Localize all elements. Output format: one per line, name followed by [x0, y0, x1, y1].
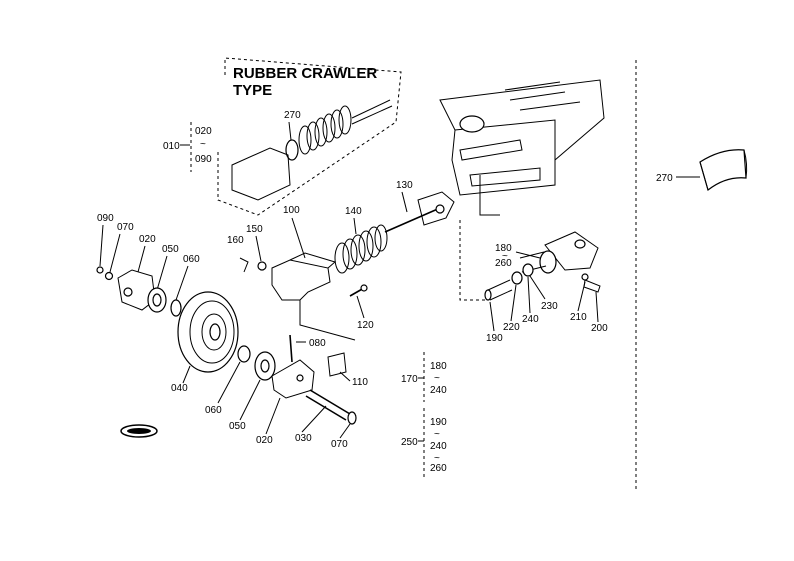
inset-spring	[298, 99, 393, 155]
svg-text:~: ~	[434, 453, 440, 464]
svg-text:250: 250	[401, 437, 418, 448]
inset-title-line2: TYPE	[233, 82, 272, 99]
svg-text:070: 070	[117, 222, 134, 233]
svg-text:010: 010	[163, 141, 180, 152]
svg-text:190: 190	[486, 333, 503, 344]
inset-title-line1: RUBBER CRAWLER	[233, 65, 377, 82]
svg-text:180: 180	[430, 361, 447, 372]
svg-text:080: 080	[309, 338, 326, 349]
svg-text:240: 240	[430, 441, 447, 452]
svg-text:040: 040	[171, 383, 188, 394]
svg-text:260: 260	[430, 463, 447, 474]
svg-text:050: 050	[162, 244, 179, 255]
svg-text:210: 210	[570, 312, 587, 323]
svg-text:140: 140	[345, 206, 362, 217]
svg-text:020: 020	[256, 435, 273, 446]
callout-010: 010 020 ~ 090	[163, 122, 212, 172]
roller-parts: 180 ~ 260 190 220 240 230 210 200	[459, 220, 608, 344]
part-270-cover: 270	[656, 149, 748, 192]
inset-bracket	[231, 147, 291, 201]
svg-text:020: 020	[195, 126, 212, 137]
svg-text:240: 240	[522, 314, 539, 325]
label-270-inset: 270	[284, 110, 301, 121]
group-callouts: 170 180 ~ 240 250 190 ~ 240 ~ 260	[401, 352, 447, 478]
svg-text:~: ~	[434, 373, 440, 384]
idler-wheel-040: 040	[171, 291, 239, 394]
svg-text:220: 220	[503, 322, 520, 333]
svg-text:160: 160	[227, 235, 244, 246]
inset-rubber-crawler: RUBBER CRAWLER TYPE 270	[217, 57, 402, 216]
svg-text:170: 170	[401, 374, 418, 385]
svg-text:050: 050	[229, 421, 246, 432]
svg-text:060: 060	[183, 254, 200, 265]
svg-text:270: 270	[656, 173, 673, 184]
svg-text:180: 180	[495, 243, 512, 254]
tension-assembly: 130 140 100 150 160 120	[227, 180, 455, 341]
idler-lower-parts: 060 050 020 030 070 080 110	[205, 334, 368, 450]
svg-text:120: 120	[357, 320, 374, 331]
bracket-100	[271, 259, 331, 301]
inset-washer	[285, 139, 299, 161]
svg-text:110: 110	[352, 377, 368, 388]
svg-text:240: 240	[430, 385, 447, 396]
svg-text:090: 090	[195, 154, 212, 165]
svg-text:~: ~	[200, 139, 206, 150]
svg-text:060: 060	[205, 405, 222, 416]
svg-text:130: 130	[396, 180, 413, 191]
svg-text:190: 190	[430, 417, 447, 428]
frame-assembly	[439, 79, 605, 216]
svg-text:~: ~	[502, 251, 508, 262]
svg-text:150: 150	[246, 224, 263, 235]
svg-text:030: 030	[295, 433, 312, 444]
svg-text:~: ~	[434, 429, 440, 440]
svg-text:020: 020	[139, 234, 156, 245]
svg-text:090: 090	[97, 213, 114, 224]
svg-text:260: 260	[495, 258, 512, 269]
spring-140	[334, 224, 388, 274]
svg-text:200: 200	[591, 323, 608, 334]
kubota-logo	[120, 424, 158, 438]
svg-text:230: 230	[541, 301, 558, 312]
svg-text:100: 100	[283, 205, 300, 216]
idler-left-parts: 090 070 020 050 060	[96, 213, 200, 317]
svg-text:070: 070	[331, 439, 348, 450]
